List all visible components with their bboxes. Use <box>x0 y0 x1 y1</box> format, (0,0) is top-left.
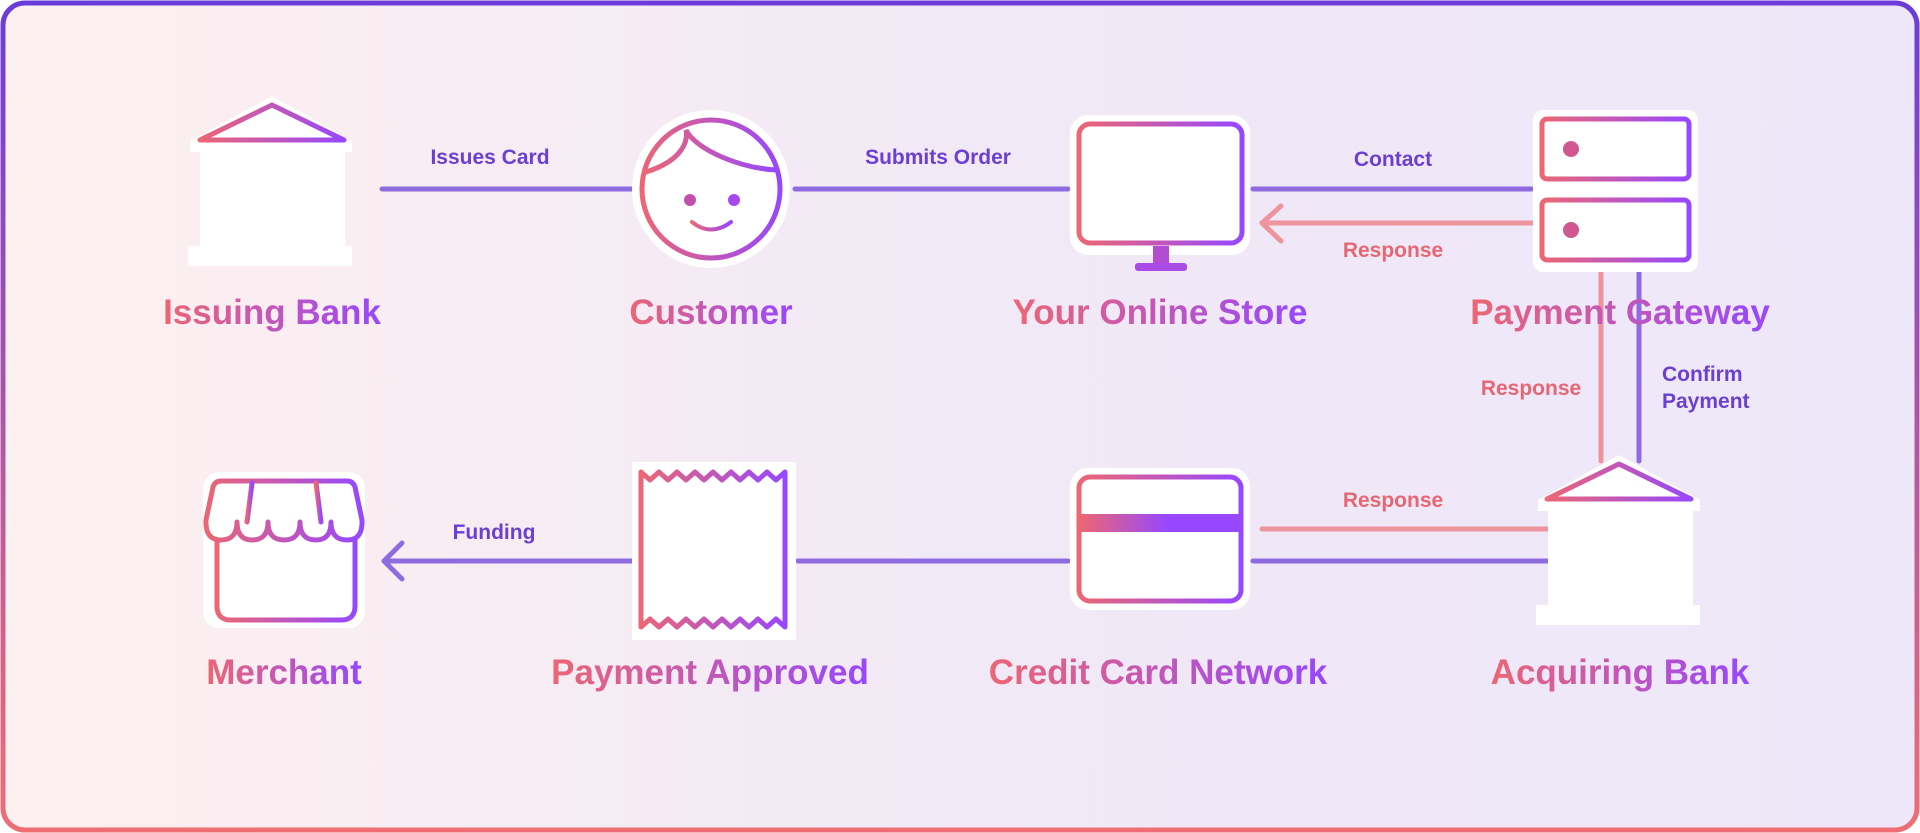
edge-label-confirm-payment-line1: Confirm <box>1662 363 1743 386</box>
edge-label-response-store: Response <box>1343 239 1443 262</box>
storefront-icon <box>203 472 365 628</box>
node-label-merchant: Merchant <box>206 653 362 692</box>
edge-label-confirm-payment-line2: Payment <box>1662 390 1750 413</box>
edge-label-submits-order: Submits Order <box>865 146 1011 169</box>
bank-icon <box>188 96 352 266</box>
bank-icon <box>1536 455 1700 625</box>
connectors <box>379 186 1642 582</box>
node-label-acquiring-bank: Acquiring Bank <box>1491 653 1750 692</box>
credit-card-icon <box>1070 468 1250 610</box>
edge-label-response-gateway: Response <box>1481 377 1581 400</box>
node-label-customer: Customer <box>629 293 793 332</box>
edge-label-contact: Contact <box>1354 148 1432 171</box>
face-icon <box>632 110 790 268</box>
receipt-icon <box>632 462 796 640</box>
monitor-icon <box>1070 115 1250 271</box>
node-label-payment-gateway: Payment Gateway <box>1470 293 1770 332</box>
node-label-issuing-bank: Issuing Bank <box>163 293 381 332</box>
node-label-online-store: Your Online Store <box>1013 293 1308 332</box>
server-icon <box>1533 110 1698 272</box>
edge-label-issues-card: Issues Card <box>430 146 549 169</box>
edge-label-response-acquirer: Response <box>1343 489 1443 512</box>
arrowhead-funding <box>381 540 405 582</box>
node-label-card-network: Credit Card Network <box>989 653 1328 692</box>
node-label-payment-approved: Payment Approved <box>551 653 869 692</box>
arrowhead-response-store <box>1259 203 1284 244</box>
edge-label-funding: Funding <box>453 521 536 544</box>
